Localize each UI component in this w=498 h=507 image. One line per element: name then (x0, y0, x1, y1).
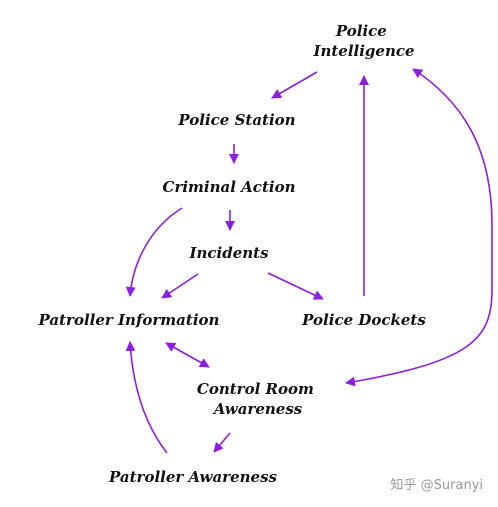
node-patroller-awareness-line-1: Patroller Awareness (108, 468, 277, 486)
node-control-room-awareness-line-1: Control Room (197, 380, 314, 398)
edge-patroller-information-control-room-link (165, 342, 210, 368)
edge-intelligence-to-station (271, 71, 318, 99)
node-criminal-action: Criminal Action (163, 178, 296, 196)
edge-patroller-awareness-to-patroller-information (125, 341, 168, 454)
edge-control-room-to-patroller-awareness (213, 432, 231, 453)
nodes-layer: Police Intelligence Police Station Crimi… (38, 22, 427, 486)
edges-layer (125, 68, 493, 454)
node-police-station-line-1: Police Station (177, 111, 295, 129)
watermark-text: 知乎 @Suranyi (391, 477, 483, 493)
node-incidents-line-1: Incidents (188, 244, 269, 262)
node-patroller-awareness: Patroller Awareness (108, 468, 277, 486)
node-control-room-awareness-line-2: Awareness (212, 400, 303, 418)
edge-criminal-action-to-patroller-information (125, 207, 183, 297)
node-patroller-information: Patroller Information (38, 311, 220, 329)
node-police-dockets-line-1: Police Dockets (301, 311, 426, 329)
edge-intelligence-control-room-link (345, 68, 493, 387)
node-patroller-information-line-1: Patroller Information (38, 311, 220, 329)
node-police-intelligence-line-2: Intelligence (312, 42, 414, 60)
node-police-intelligence-line-1: Police (335, 22, 387, 40)
node-incidents: Incidents (188, 244, 269, 262)
node-police-station: Police Station (177, 111, 295, 129)
node-police-dockets: Police Dockets (301, 311, 426, 329)
node-police-intelligence: Police Intelligence (312, 22, 414, 60)
edge-incidents-to-police-dockets (267, 272, 324, 300)
node-control-room-awareness: Control Room Awareness (197, 380, 319, 418)
node-criminal-action-line-1: Criminal Action (163, 178, 296, 196)
edge-incidents-to-patroller-information (161, 273, 199, 299)
